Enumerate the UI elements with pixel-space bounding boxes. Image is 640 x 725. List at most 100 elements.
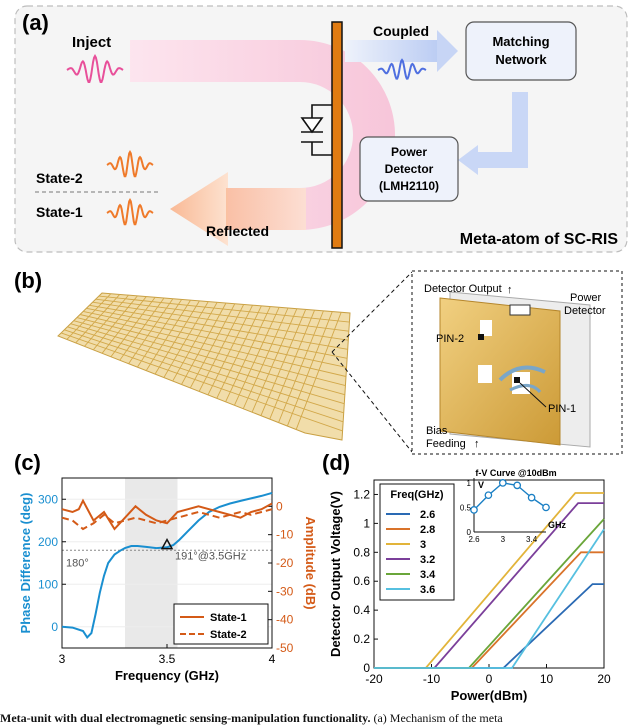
legend-label: State-1 bbox=[210, 612, 247, 624]
x-axis-label: Power(dBm) bbox=[451, 688, 528, 703]
y-tick-label: 300 bbox=[38, 492, 58, 506]
x-tick-label: 4 bbox=[269, 652, 276, 666]
inset-title: f-V Curve @10dBm bbox=[475, 468, 556, 478]
power-detector-label-2: Detector bbox=[564, 305, 606, 317]
x-tick-label: 0 bbox=[486, 672, 493, 686]
legend-label: 3 bbox=[420, 539, 426, 551]
power-detector-label-1: Power bbox=[570, 292, 602, 304]
caption-bold: Meta-unit with dual electromagnetic sens… bbox=[0, 711, 371, 725]
grid-line bbox=[76, 317, 346, 387]
inset-point bbox=[542, 503, 550, 512]
reflected-label: Reflected bbox=[206, 223, 269, 239]
grid-line bbox=[295, 312, 342, 430]
pin1-pointer bbox=[519, 382, 547, 408]
coupled-wave-icon bbox=[377, 58, 427, 80]
x-axis-label: Frequency (GHz) bbox=[115, 668, 219, 683]
grid-line bbox=[251, 308, 298, 413]
state1-label: State-1 bbox=[36, 204, 83, 220]
inject-wave-icon bbox=[66, 53, 124, 83]
legend-box bbox=[379, 483, 455, 601]
inset-y-label: V bbox=[478, 480, 484, 490]
y-tick-label: 1.2 bbox=[353, 487, 370, 501]
grid-line bbox=[242, 307, 289, 409]
y-axis-label: Detector Output Voltage(V) bbox=[328, 491, 343, 657]
y2-tick-label: -20 bbox=[276, 556, 294, 570]
grid-line bbox=[60, 332, 343, 432]
matching-network-line1: Matching bbox=[492, 34, 549, 49]
inset-point bbox=[513, 481, 522, 490]
grid-line bbox=[83, 310, 347, 368]
series-line-phase bbox=[61, 491, 273, 639]
reflected-beam bbox=[226, 188, 306, 230]
panel-a: (a) Inject Coupled State-2 State-1 Refle… bbox=[14, 5, 628, 253]
y-tick-label: 0.6 bbox=[353, 574, 370, 588]
inset-y-tick-label: 0.5 bbox=[460, 503, 472, 512]
inset-y-tick-label: 0 bbox=[467, 528, 472, 537]
bias-feeding-arrow: ↑ bbox=[474, 438, 480, 450]
panel-b-label: (b) bbox=[14, 268, 42, 293]
legend-label: 2.8 bbox=[420, 524, 435, 536]
y2-tick-label: 0 bbox=[276, 499, 283, 513]
inject-beam bbox=[130, 40, 395, 230]
reflected-arrowhead bbox=[170, 172, 228, 246]
legend-label: 3.6 bbox=[420, 584, 435, 596]
annotation-point: 191°@3.5GHz bbox=[175, 551, 246, 563]
x-tick-label: -20 bbox=[365, 672, 383, 686]
grid-line bbox=[234, 307, 280, 406]
power-detector-box bbox=[359, 136, 459, 202]
patch-slot-1 bbox=[480, 320, 492, 336]
y2-tick-label: -10 bbox=[276, 528, 294, 542]
legend-label: 3.4 bbox=[420, 569, 436, 581]
power-detector-line1: Power bbox=[391, 145, 427, 159]
inset-x-label: GHz bbox=[548, 520, 567, 530]
x-tick-label: 10 bbox=[540, 672, 554, 686]
inset-x-tick-label: 3.4 bbox=[526, 535, 538, 544]
x-tick-label: 3 bbox=[59, 652, 66, 666]
inset-x-tick-label: 3 bbox=[501, 535, 506, 544]
grid-line bbox=[73, 320, 345, 396]
power-detector-line2: Detector bbox=[385, 162, 434, 176]
marker-triangle bbox=[160, 538, 174, 550]
legend-label: State-2 bbox=[210, 629, 247, 641]
grid-line bbox=[278, 310, 324, 423]
meta-atom-board bbox=[331, 21, 343, 249]
grid-line bbox=[64, 329, 344, 423]
y-tick-label: 0 bbox=[51, 620, 58, 634]
legend-box bbox=[173, 603, 269, 645]
pin1-label: PIN-1 bbox=[548, 403, 576, 415]
panel-b: (b) Detector Output ↑ Power Detector PIN… bbox=[14, 268, 623, 455]
grid-line bbox=[98, 295, 350, 323]
y-tick-label: 200 bbox=[38, 535, 58, 549]
coupled-arrowhead bbox=[437, 30, 458, 72]
pin-diode-icon bbox=[300, 104, 332, 156]
inset-point bbox=[527, 493, 536, 502]
return-beam bbox=[470, 92, 528, 168]
return-arrowhead bbox=[458, 145, 478, 175]
zoom-line-bottom bbox=[331, 351, 413, 453]
y2-tick-label: -50 bbox=[276, 641, 294, 655]
y-axis-label: Phase Difference (deg) bbox=[18, 493, 33, 634]
grid-line bbox=[286, 311, 333, 427]
patch-slot-2 bbox=[478, 365, 492, 383]
bias-wire-2 bbox=[509, 384, 542, 394]
annotation-180: 180° bbox=[66, 557, 89, 569]
pin1-diode-icon bbox=[514, 377, 520, 383]
inset-point bbox=[470, 506, 478, 514]
inset-point bbox=[498, 479, 507, 487]
metasurface-grid bbox=[60, 293, 350, 432]
grid-line bbox=[92, 301, 349, 341]
coupled-label: Coupled bbox=[373, 23, 429, 39]
legend-title: Freq(GHz) bbox=[390, 489, 444, 501]
grid-line bbox=[79, 314, 347, 377]
zoom-line-top bbox=[331, 271, 413, 353]
power-detector-line3: (LMH2110) bbox=[379, 179, 439, 193]
grid-line bbox=[70, 323, 345, 405]
series-line-3.6 bbox=[374, 528, 605, 669]
legend-label: 3.2 bbox=[420, 554, 435, 566]
state2-label: State-2 bbox=[36, 170, 83, 186]
y-tick-label: 0 bbox=[363, 661, 370, 675]
